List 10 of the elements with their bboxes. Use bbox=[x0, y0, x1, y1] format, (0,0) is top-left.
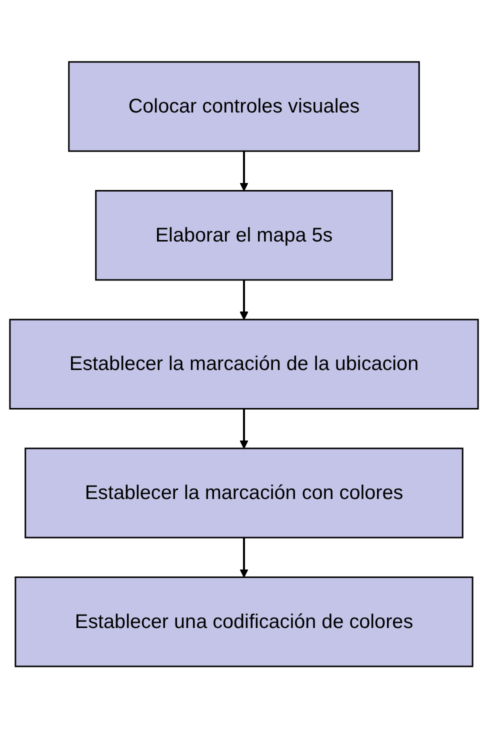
node-box bbox=[9, 319, 479, 410]
arrow bbox=[240, 409, 248, 450]
node-box bbox=[95, 190, 393, 281]
node-box bbox=[24, 448, 464, 539]
node-box bbox=[68, 62, 420, 152]
arrow bbox=[240, 280, 248, 320]
arrow bbox=[240, 538, 248, 578]
flowchart-diagram: Colocar controles visuales Elaborar el mapa 5s Establecer la marcación de la ubicacion Establecer la marcación con colores Establecer una codificación de colores bbox=[2, 54, 486, 675]
arrow bbox=[240, 151, 248, 192]
node-box bbox=[14, 576, 474, 668]
